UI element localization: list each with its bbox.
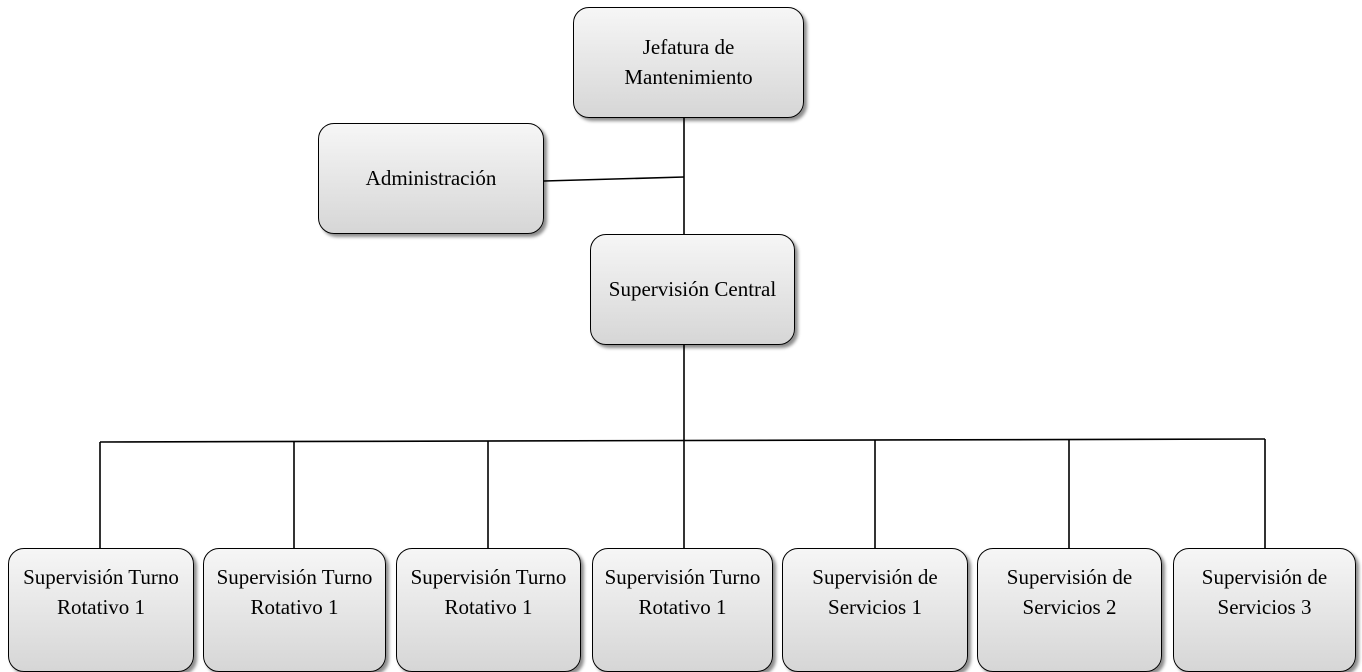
node-label: Jefatura de Mantenimiento xyxy=(624,34,753,89)
connector-horizontal-bus xyxy=(99,438,1266,443)
node-label: Supervisión Turno Rotativo 1 xyxy=(604,565,761,619)
node-jefatura-de-mantenimiento: Jefatura de Mantenimiento xyxy=(573,7,804,118)
node-supervision-turno-rotativo-d: Supervisión Turno Rotativo 1 xyxy=(592,548,773,672)
node-label: Supervisión Turno Rotativo 1 xyxy=(23,565,179,619)
node-label: Supervisión de Servicios 3 xyxy=(1201,565,1328,619)
node-label: Supervisión Turno Rotativo 1 xyxy=(216,565,373,619)
node-label: Supervisión de Servicios 2 xyxy=(1006,565,1133,619)
connector-administracion xyxy=(543,176,685,182)
node-supervision-de-servicios-3: Supervisión de Servicios 3 xyxy=(1173,548,1356,672)
node-supervision-de-servicios-2: Supervisión de Servicios 2 xyxy=(977,548,1162,672)
node-supervision-turno-rotativo-b: Supervisión Turno Rotativo 1 xyxy=(203,548,386,672)
node-supervision-central: Supervisión Central xyxy=(590,234,795,345)
node-supervision-de-servicios-1: Supervisión de Servicios 1 xyxy=(782,548,968,672)
node-administracion: Administración xyxy=(318,123,544,234)
node-label: Supervisión Turno Rotativo 1 xyxy=(410,565,567,619)
node-label: Supervisión Central xyxy=(608,276,777,301)
node-supervision-turno-rotativo-a: Supervisión Turno Rotativo 1 xyxy=(8,548,194,672)
node-label: Administración xyxy=(365,165,497,190)
node-supervision-turno-rotativo-c: Supervisión Turno Rotativo 1 xyxy=(396,548,581,672)
node-label: Supervisión de Servicios 1 xyxy=(812,565,938,619)
